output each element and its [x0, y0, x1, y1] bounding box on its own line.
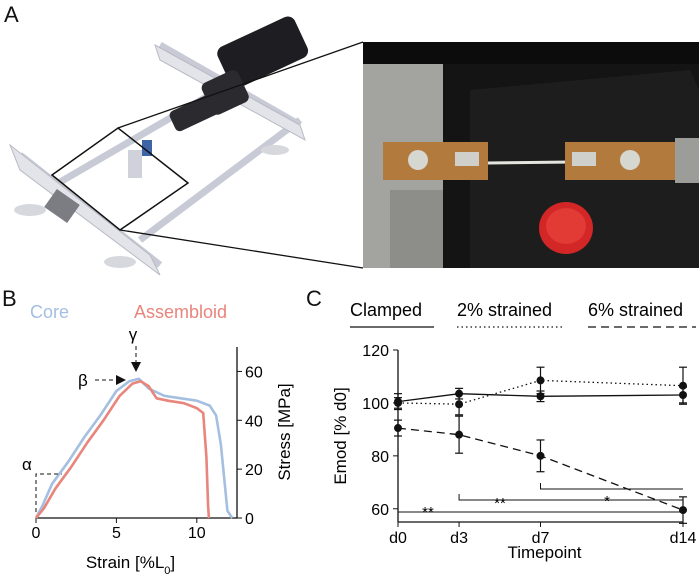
legend-c-2: 6% strained — [588, 300, 683, 320]
point-c-0-2 — [536, 392, 545, 401]
legend-c-0: Clamped — [350, 300, 422, 320]
x-axis-label-end: ] — [170, 553, 175, 572]
sig-label-0: ** — [422, 504, 434, 521]
y-tick-label-c-3: 120 — [362, 343, 389, 360]
sample-photo — [363, 42, 699, 268]
panel-letter-c: C — [306, 286, 322, 311]
panel-letter-a: A — [4, 2, 19, 27]
x-tick-label-b-0: 0 — [32, 525, 41, 542]
series-line-b-1 — [34, 379, 211, 519]
y-tick-label-b-3: 60 — [245, 364, 263, 381]
y-axis-label-c: Emod [% d0] — [331, 387, 350, 484]
legend-c-1: 2% strained — [457, 300, 552, 320]
device-render — [8, 16, 364, 276]
point-c-1-3 — [679, 381, 687, 390]
point-c-2-3 — [679, 506, 687, 515]
alpha-guide — [35, 473, 62, 512]
annotation-alpha: α — [22, 455, 32, 474]
annotation-beta: β — [78, 371, 88, 390]
point-c-2-2 — [536, 451, 545, 460]
x-tick-label-c-1: d3 — [450, 530, 468, 547]
x-axis-label-subscript: 0 — [164, 565, 170, 577]
y-tick-label-b-2: 40 — [245, 413, 263, 430]
x-tick-label-c-3: d14 — [670, 530, 697, 547]
series-line-c-2 — [397, 427, 684, 511]
x-tick-label-b-1: 5 — [112, 525, 121, 542]
series-line-b-0 — [34, 377, 234, 519]
sig-bracket-1 — [458, 494, 683, 501]
x-tick-label-c-0: d0 — [389, 530, 407, 547]
point-c-1-0 — [394, 398, 402, 407]
x-axis-label-c: Timepoint — [507, 543, 581, 562]
legend-core: Core — [30, 302, 69, 322]
y-tick-label-c-2: 100 — [362, 396, 389, 413]
panel-letter-b: B — [2, 286, 17, 311]
point-c-2-1 — [455, 430, 464, 439]
sig-bracket-2 — [540, 483, 683, 490]
beta-arrow-head — [116, 375, 126, 385]
x-tick-label-b-2: 10 — [188, 525, 206, 542]
x-axis-label-b: Strain [%L0] — [86, 553, 175, 577]
series-line-c-0 — [397, 393, 684, 403]
point-c-1-1 — [455, 400, 464, 409]
point-c-1-2 — [536, 376, 545, 385]
y-tick-label-c-0: 60 — [371, 502, 389, 519]
point-c-2-0 — [394, 424, 402, 433]
y-tick-label-c-1: 80 — [371, 449, 389, 466]
sig-label-2: * — [604, 493, 610, 510]
y-axis-label-b: Stress [MPa] — [275, 383, 294, 480]
y-tick-label-b-1: 20 — [245, 462, 263, 479]
series-line-c-1 — [397, 379, 684, 405]
gamma-arrow-head — [131, 362, 141, 372]
y-tick-label-b-0: 0 — [245, 511, 254, 528]
sig-label-1: ** — [494, 495, 506, 512]
annotation-gamma: γ — [129, 325, 138, 344]
x-tick-label-c-2: d7 — [532, 530, 550, 547]
sig-bracket-0 — [397, 506, 683, 513]
legend-assembloid: Assembloid — [134, 302, 227, 322]
